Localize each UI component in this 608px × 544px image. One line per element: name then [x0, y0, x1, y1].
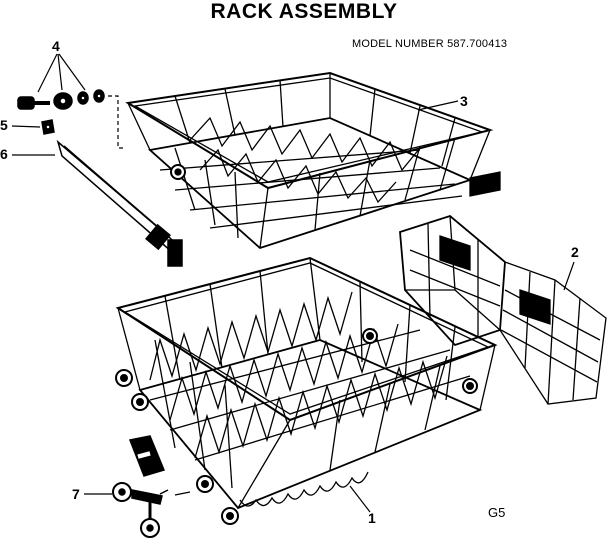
callout-1: 1	[368, 510, 376, 526]
callout-2: 2	[571, 244, 579, 260]
upper-rack	[125, 71, 501, 250]
roller-hardware	[17, 89, 105, 110]
track-stop	[41, 119, 55, 135]
leader-lines	[11, 53, 575, 513]
alignment-bracket	[108, 95, 126, 149]
page-code: G5	[488, 505, 506, 520]
wheel-assembly	[112, 435, 169, 538]
callout-4: 4	[52, 38, 60, 54]
callout-3: 3	[460, 93, 468, 109]
callout-7: 7	[72, 486, 80, 502]
model-number: MODEL NUMBER 587.700413	[352, 38, 508, 50]
callout-6: 6	[0, 146, 8, 162]
silverware-basket	[399, 214, 607, 405]
diagram-title: RACK ASSEMBLY	[210, 0, 398, 23]
callout-5: 5	[0, 117, 8, 133]
lower-rack	[115, 256, 498, 525]
track-rail	[56, 139, 183, 267]
